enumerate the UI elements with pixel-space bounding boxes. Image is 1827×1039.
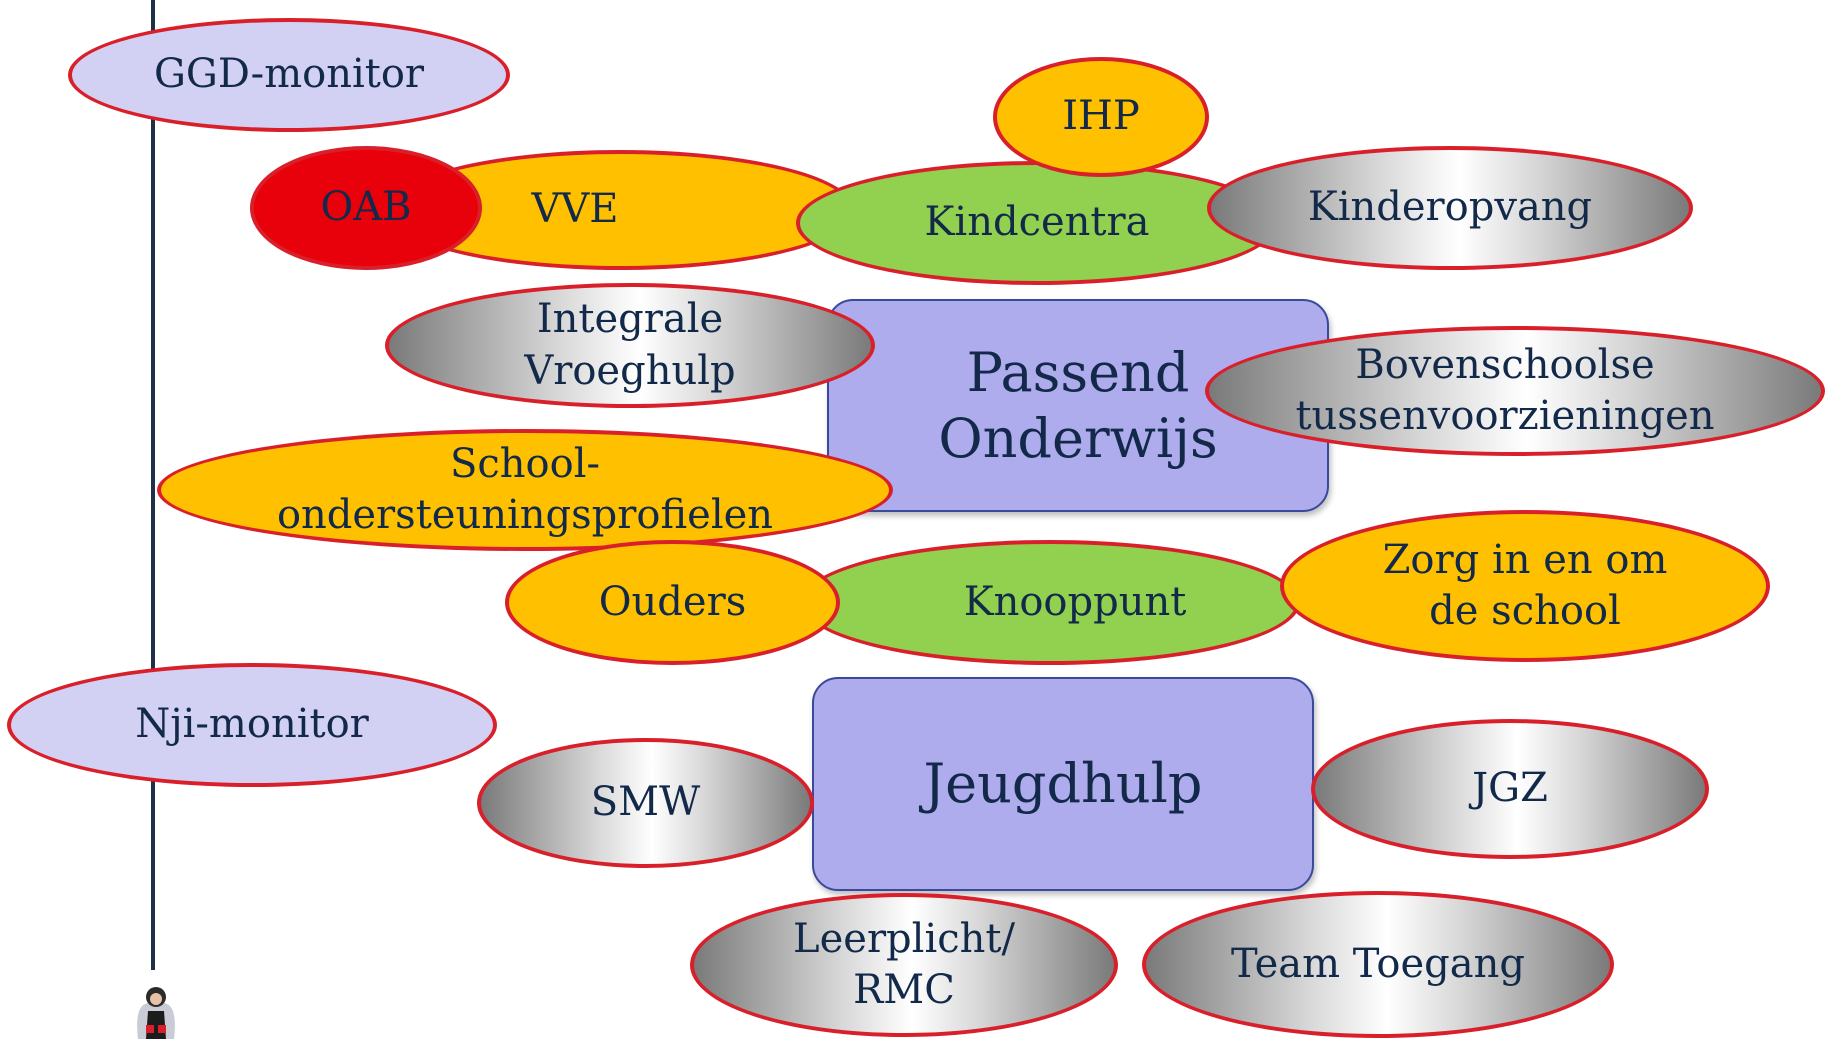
bovenschoolse-node[interactable]: Bovenschoolse tussenvoorzieningen [1205, 326, 1825, 456]
zorg-in-en-om-node[interactable]: Zorg in en om de school [1280, 510, 1770, 662]
integrale-vroeghulp-label: Integrale Vroeghulp [524, 296, 736, 394]
ihp-label: IHP [1062, 93, 1140, 140]
smw-label: SMW [590, 779, 701, 826]
kindcentra-node[interactable]: Kindcentra [796, 161, 1278, 285]
zorg-in-en-om-label: Zorg in en om de school [1382, 536, 1668, 634]
person-logo-icon [137, 987, 175, 1039]
bovenschoolse-label: Bovenschoolse tussenvoorzieningen [1295, 341, 1715, 439]
knooppunt-node[interactable]: Knooppunt [800, 540, 1300, 665]
oab-label: OAB [320, 184, 412, 231]
schoolondersteuningsprofielen-node[interactable]: School- ondersteuningsprofielen [157, 429, 893, 551]
kinderopvang-label: Kinderopvang [1307, 184, 1593, 231]
jgz-node[interactable]: JGZ [1311, 719, 1709, 859]
ggd-monitor-node[interactable]: GGD-monitor [68, 18, 510, 132]
kinderopvang-node[interactable]: Kinderopvang [1207, 146, 1693, 270]
integrale-vroeghulp-node[interactable]: Integrale Vroeghulp [385, 283, 875, 408]
leerplicht-rmc-label: Leerplicht/ RMC [793, 915, 1015, 1013]
knooppunt-label: Knooppunt [963, 578, 1187, 625]
nji-monitor-label: Nji-monitor [135, 701, 369, 748]
team-toegang-label: Team Toegang [1231, 940, 1525, 987]
ihp-node[interactable]: IHP [993, 57, 1209, 177]
jgz-label: JGZ [1472, 765, 1548, 812]
jeugdhulp-label: Jeugdhulp [923, 752, 1203, 816]
team-toegang-node[interactable]: Team Toegang [1142, 891, 1614, 1038]
ggd-monitor-label: GGD-monitor [153, 51, 425, 98]
smw-node[interactable]: SMW [477, 738, 814, 868]
ouders-node[interactable]: Ouders [505, 540, 840, 665]
jeugdhulp-box[interactable]: Jeugdhulp [812, 677, 1314, 891]
ouders-label: Ouders [598, 578, 747, 625]
nji-monitor-node[interactable]: Nji-monitor [7, 663, 497, 787]
oab-node[interactable]: OAB [250, 146, 482, 270]
schoolondersteuningsprofielen-label: School- ondersteuningsprofielen [276, 440, 774, 538]
timeline-axis [151, 0, 155, 970]
vve-label: VVE [531, 186, 619, 233]
passend-onderwijs-label: Passend Onderwijs [938, 340, 1218, 470]
kindcentra-label: Kindcentra [924, 199, 1150, 246]
leerplicht-rmc-node[interactable]: Leerplicht/ RMC [690, 893, 1118, 1037]
